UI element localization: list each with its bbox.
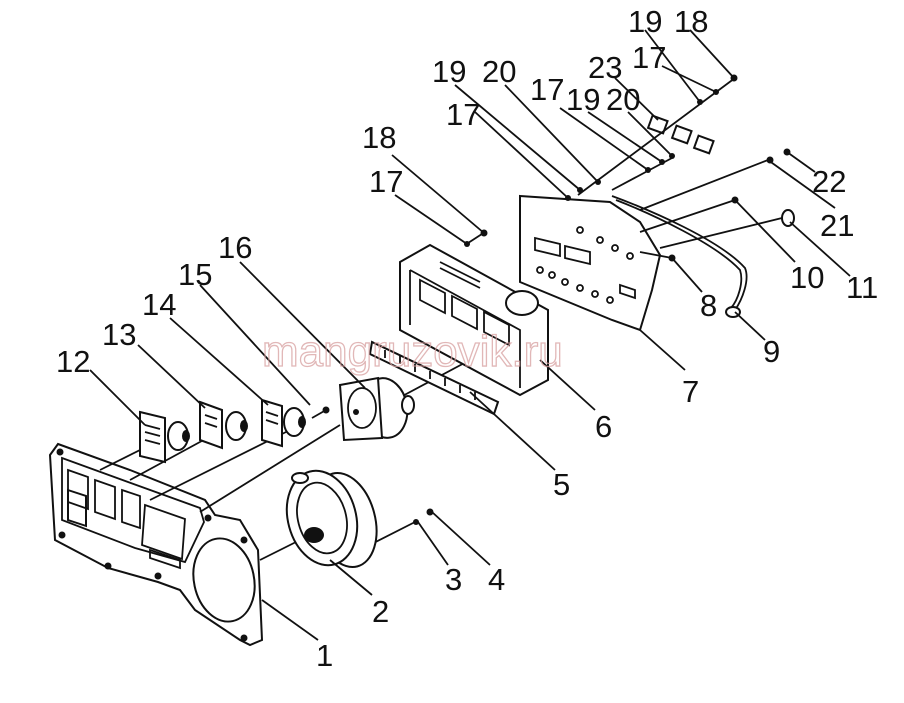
fasteners <box>413 74 738 525</box>
watermark-text: mangruzovik.ru <box>262 327 563 376</box>
cluster-housing-frame <box>399 243 549 397</box>
callout-5: 5 <box>553 467 570 502</box>
tachometer-gauge <box>338 376 415 442</box>
screw-15 <box>311 406 330 419</box>
callout-20-b: 20 <box>606 82 640 117</box>
indicator-lenses-23 <box>646 114 715 155</box>
callout-20-a: 20 <box>482 54 516 89</box>
speedometer-gauge <box>285 469 378 569</box>
callout-7: 7 <box>682 374 699 409</box>
callout-11: 11 <box>846 270 878 305</box>
callout-19-c: 19 <box>628 4 662 39</box>
callout-13: 13 <box>102 317 136 352</box>
callout-19-a: 19 <box>432 54 466 89</box>
small-gauge-12 <box>139 410 190 464</box>
callout-6: 6 <box>595 409 612 444</box>
callout-labels: 1 2 3 4 5 6 7 8 9 10 11 12 13 14 15 16 1… <box>56 4 878 673</box>
callout-12: 12 <box>56 344 90 379</box>
callout-22: 22 <box>812 164 846 199</box>
small-gauge-14 <box>261 398 306 448</box>
callout-19-b: 19 <box>566 82 600 117</box>
callout-15: 15 <box>178 257 212 292</box>
callout-9: 9 <box>763 334 780 369</box>
leader-lines <box>89 29 851 641</box>
callout-17-c: 17 <box>530 72 564 107</box>
instrument-panel-housing <box>48 442 264 647</box>
callout-18-b: 18 <box>674 4 708 39</box>
callout-14: 14 <box>142 287 176 322</box>
screw-21-22 <box>639 148 791 211</box>
callout-1: 1 <box>316 638 333 673</box>
callout-3: 3 <box>445 562 462 597</box>
callout-2: 2 <box>372 594 389 629</box>
callout-4: 4 <box>488 562 505 597</box>
callout-8: 8 <box>700 288 717 323</box>
callout-23: 23 <box>588 50 622 85</box>
callout-10: 10 <box>790 260 824 295</box>
callout-17-a: 17 <box>369 164 403 199</box>
printed-circuit-board <box>519 194 662 332</box>
callout-16: 16 <box>218 230 252 265</box>
small-gauge-13 <box>199 400 248 450</box>
callout-21: 21 <box>820 208 854 243</box>
callout-17-b: 17 <box>446 97 480 132</box>
callout-17-d: 17 <box>632 40 666 75</box>
callout-18-a: 18 <box>362 120 396 155</box>
